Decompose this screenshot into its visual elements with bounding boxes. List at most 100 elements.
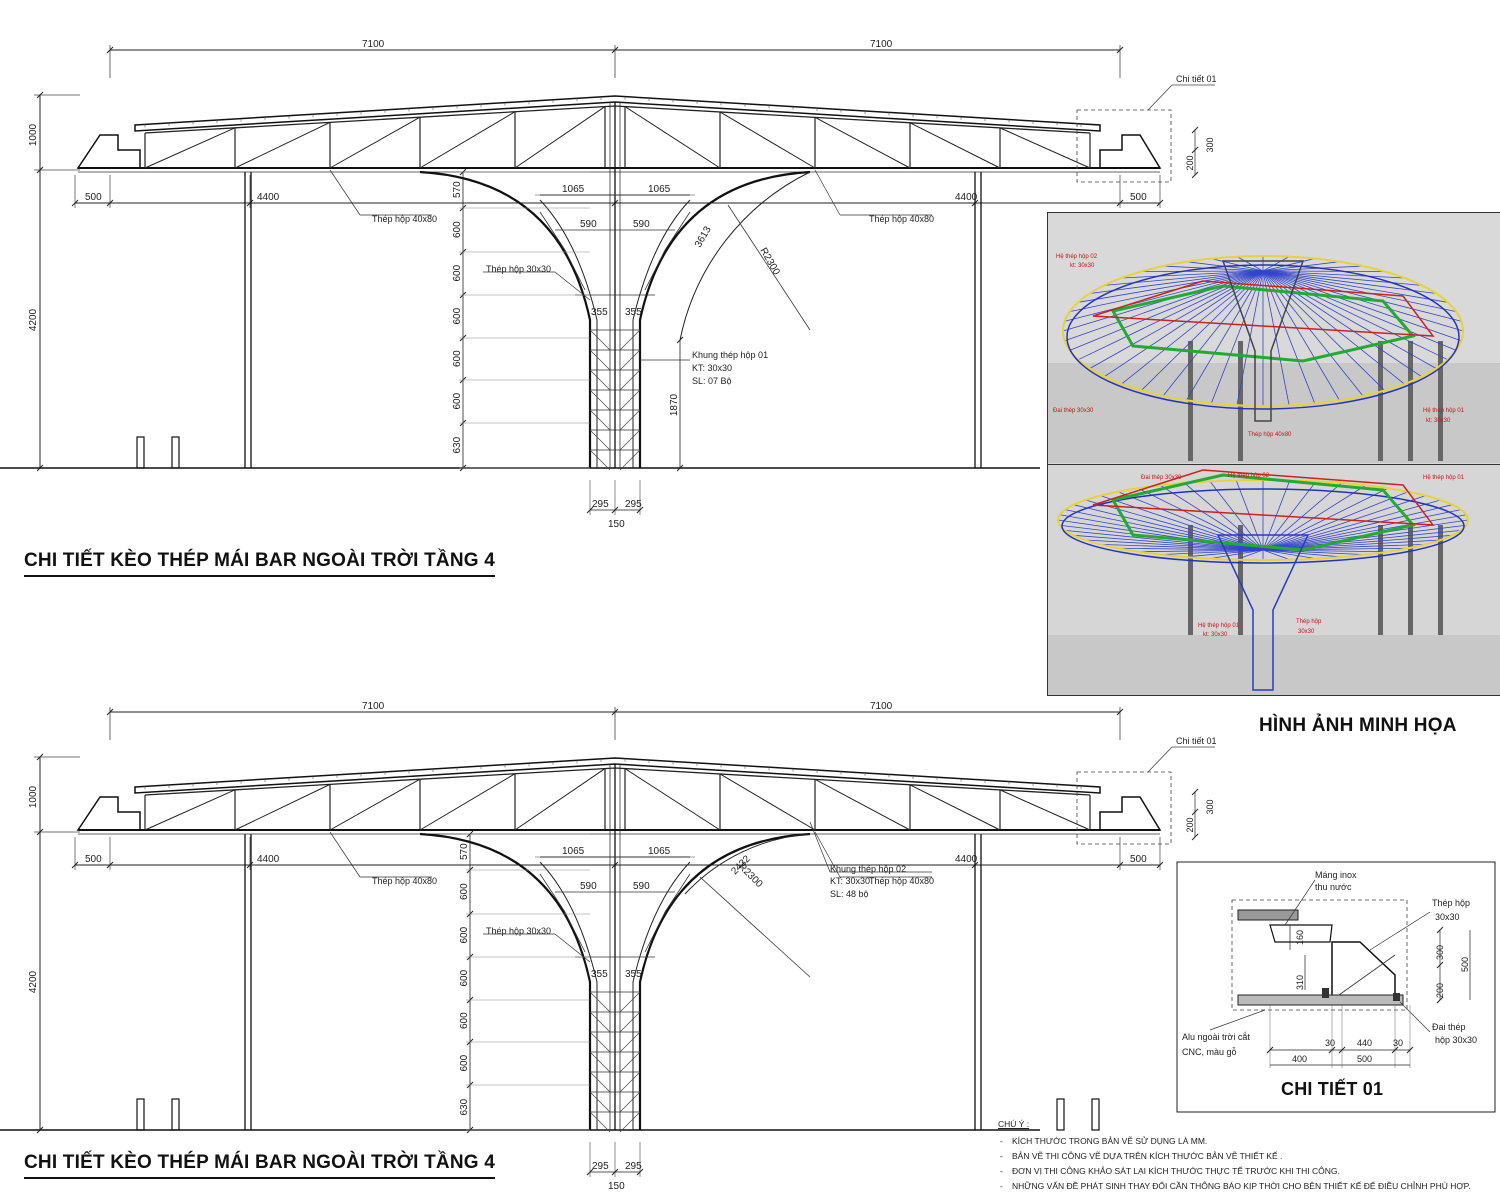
render-rib [1262,534,1453,551]
lattice-brace [619,389,641,411]
dimension-tick [611,506,619,514]
leader-line [1369,911,1431,951]
detail-dim-200: 200 [1435,983,1445,998]
dim-1065-left: 1065 [562,184,585,195]
render-rim [1062,255,1464,407]
dimension-tick [1436,926,1444,934]
detail-dim-30b: 30 [1393,1038,1403,1048]
truss-diagonal [999,127,1091,169]
gutter-left [76,134,141,169]
dimension-tick [36,828,44,836]
detail-dim-160: 160 [1295,930,1305,945]
detail-callout-label: Chi tiết 01 [1176,736,1217,746]
render-column [1378,341,1383,461]
dimension-tick [586,1168,594,1176]
detail-callout-box [1076,771,1172,845]
leader-line [1399,1001,1431,1033]
render-rib [1236,256,1264,272]
lattice-brace [589,429,611,451]
dimension-tick [1191,808,1199,816]
bay-right-label: 4400 [955,854,978,865]
detail-label-alu-1: Alu ngoài trời cắt [1182,1032,1250,1042]
render-rib [1117,491,1264,551]
render-rib [1104,270,1264,286]
detail-label-mang-inox: Máng inox [1315,870,1357,880]
render-rib [1100,495,1264,551]
render-rib [1262,549,1366,556]
render-rib [1262,514,1467,551]
dimension-tick [1156,199,1164,207]
dimension-tick [1436,996,1444,1004]
elevation-title-bottom: CHI TIẾT KÈO THÉP MÁI BAR NGOÀI TRỜI TẦN… [24,1152,495,1179]
flare-inner-left [539,861,598,1130]
render-rib [1121,270,1264,385]
dimension-tick [1156,861,1164,869]
render-rib [1085,499,1264,551]
dimension-tick [1191,126,1199,134]
bay-left-label: 4400 [257,192,280,203]
render-frame-red [1092,469,1435,526]
lattice-brace [619,1091,641,1113]
render-rib [1262,270,1462,322]
frame-label-line-1: Khung thép hộp 01 [692,350,768,360]
total-height-label: 4200 [28,308,39,331]
detail-brace [1331,954,1396,1001]
notes-block: CHÚ Ý : -KÍCH THƯỚC TRONG BẢN VẼ SỬ DỤNG… [990,1112,1495,1198]
label-thep-40x80-right: Thép hộp 40x80 [869,214,934,224]
flare-brace [644,911,666,953]
dimension-tick [106,46,114,54]
render-rib [1262,270,1437,294]
vertical-dim-label: 600 [452,392,463,409]
detail-dim-30a: 30 [1325,1038,1335,1048]
frame-label-line-3: SL: 07 Bộ [692,376,732,386]
render-rib [1262,549,1388,553]
vertical-dim-label: 630 [452,436,463,453]
render-column [1378,525,1383,635]
render-rib [1262,258,1315,272]
lattice-brace [619,429,641,451]
render-tag: Hệ thép hộp 01 [1423,408,1465,414]
d200-label: 200 [1185,155,1195,170]
leader-line [1147,84,1173,111]
lattice-brace [589,1111,611,1133]
dimension-tick [36,91,44,99]
leader-line [1284,879,1316,926]
roof-depth-label: 1000 [28,123,39,146]
radius-label: R2300 [757,246,781,277]
radius-line [699,876,811,978]
lattice-brace [619,409,641,431]
vertical-dim-label: 570 [452,181,463,198]
render-frame-red [1092,280,1435,337]
dimension-tick [636,506,644,514]
truss-diagonal [999,789,1091,831]
render-rib [1186,270,1264,401]
render-rib [1262,270,1405,385]
flare-outer-left [419,832,592,1130]
detail-gutter [1269,924,1333,943]
truss-diagonal [234,783,331,831]
render-rib [1236,549,1264,561]
dimension-tick [1338,1046,1346,1054]
render-column [1408,341,1413,461]
render-ring [1061,488,1465,564]
truss-diagonal [144,127,236,169]
render-tag: Thép hộp [1296,619,1322,625]
lattice-brace [619,349,641,371]
render-column [1238,341,1243,461]
detail-label-alu-2: CNC, màu gỗ [1182,1047,1237,1057]
render-rib [1209,549,1264,560]
eave-right-label: 500 [1130,854,1147,865]
render-rib [1262,270,1457,351]
vertical-dim-label: 600 [452,221,463,238]
render-ring [1066,264,1460,410]
truss-diagonal [814,778,911,831]
render-rib [1262,270,1422,286]
render-tag: kt: 30x30 [1203,632,1228,638]
dim-150-label: 150 [608,1181,625,1192]
radius-arc [679,171,811,341]
lattice-brace [589,1011,611,1033]
label-thep-40x80-left: Thép hộp 40x80 [372,214,437,224]
render-rib [1085,539,1264,551]
